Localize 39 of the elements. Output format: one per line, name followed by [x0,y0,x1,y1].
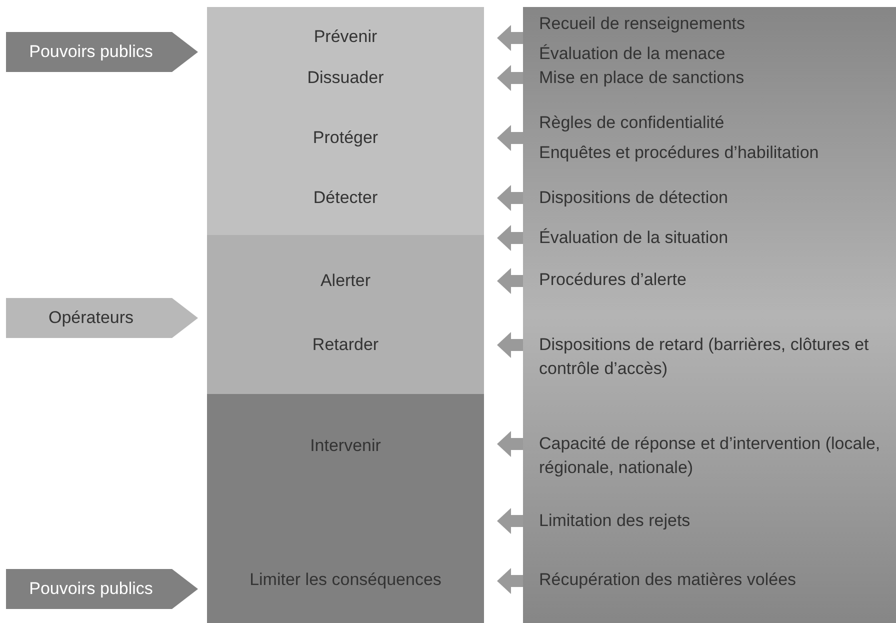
stage-band [207,394,484,623]
measure-text: Capacité de réponse et d’intervention (locale, régionale, nationale) [539,433,882,479]
arrow [497,268,523,294]
tag-arrow-shape [6,569,198,609]
measure-text: Dispositions de retard (barrières, clôtures et contrôle d’accès) [539,334,870,380]
arrow [497,25,523,51]
measure-text: Dispositions de détection [539,187,730,209]
measure-text: Récupération des matières volées [539,569,798,591]
stage-band [207,7,484,235]
stage-label: Intervenir [309,435,382,457]
tag-label: Opérateurs [47,307,135,330]
stage-label: Alerter [319,270,372,292]
tag-arrow-shape [6,298,198,338]
arrow [497,431,523,457]
measure-text: Enquêtes et procédures d’habilitation [539,142,820,164]
measure-text: Évaluation de la situation [539,227,730,249]
stage-label: Protéger [312,127,380,149]
arrow [497,65,523,91]
stage-label: Prévenir [312,26,378,48]
tag-arrow-shape [6,32,198,72]
arrow [497,125,523,151]
stage-label: Dissuader [306,67,385,89]
arrow [497,185,523,211]
stage-label: Retarder [311,334,380,356]
measure-text: Recueil de renseignements [539,13,746,35]
arrow [497,508,523,534]
arrow [497,568,523,594]
tag-label: Pouvoirs publics [28,578,154,600]
measure-text: Évaluation de la menace [539,43,726,65]
arrow [497,225,523,251]
measure-text: Procédures d’alerte [539,269,688,291]
measure-text: Limitation des rejets [539,510,692,532]
stage-label: Détecter [312,187,379,209]
stage-label: Limiter les conséquences [248,569,442,591]
measure-text: Mise en place de sanctions [539,67,746,89]
tag-label: Pouvoirs publics [28,41,154,64]
stage-band [207,235,484,394]
arrow [497,332,523,358]
measure-text: Règles de confidentialité [539,112,726,134]
